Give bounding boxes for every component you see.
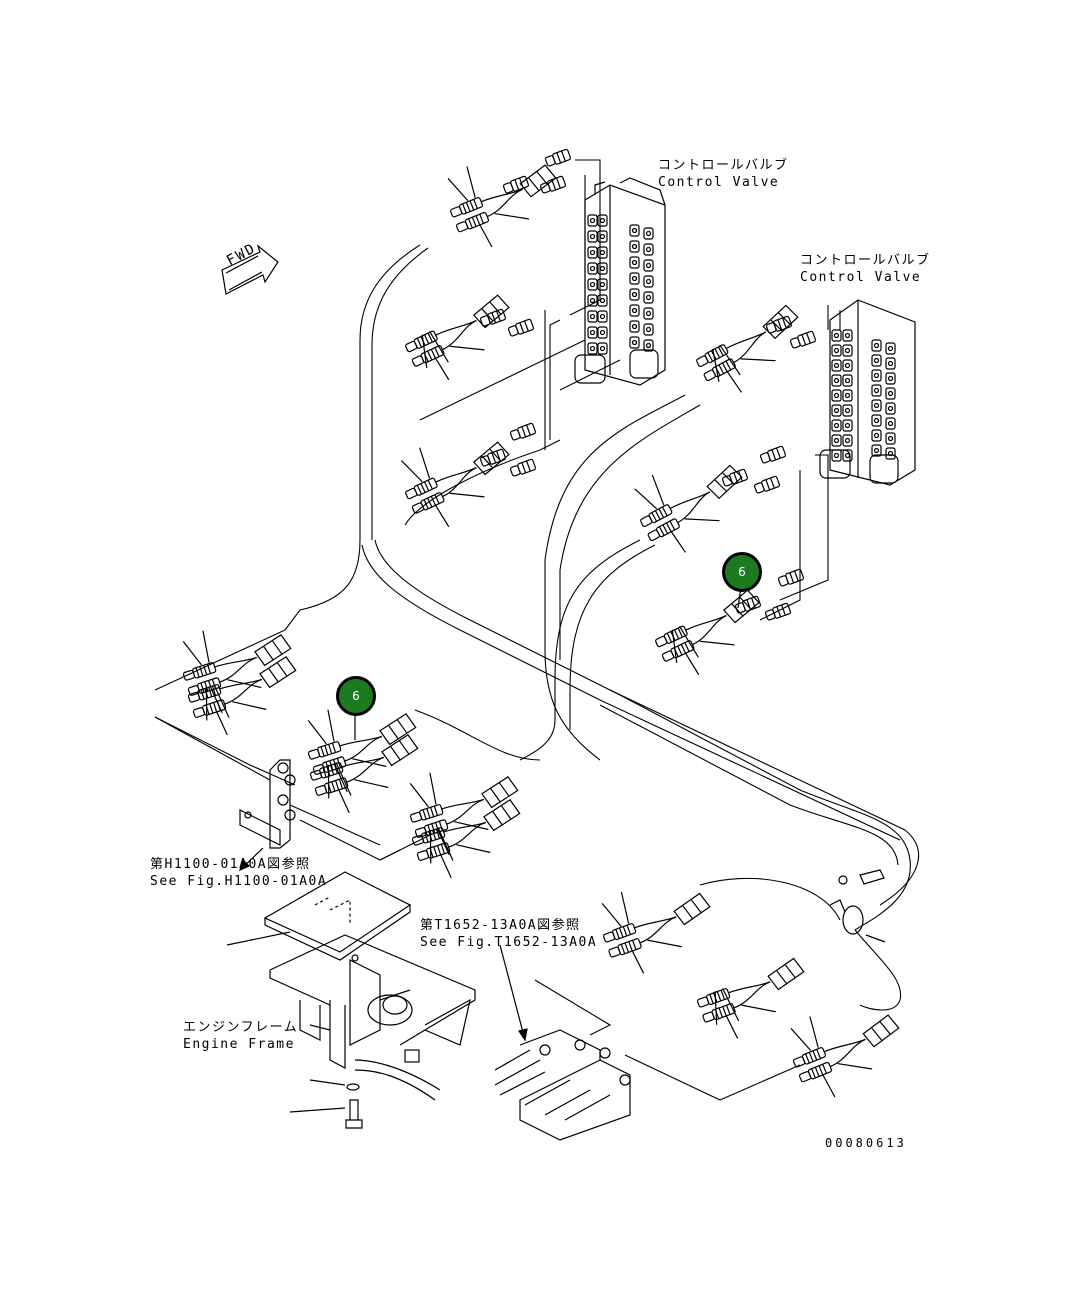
engine-frame-label-jp: エンジンフレーム [183,1020,299,1035]
hose-assemblies [182,148,900,1098]
hose-assembly [405,294,510,381]
hose-assembly [411,799,521,879]
hose-assembly [655,589,760,676]
hose-fitting [544,148,572,167]
pilot-manifold [494,1029,631,1141]
engine-frame [263,871,476,1129]
control-valve-2-label-en: Control Valve [800,270,922,285]
reference-2-label-en: See Fig.T1652-13A0A [420,935,598,950]
hose-assembly [696,957,805,1039]
hose-fitting [721,468,749,487]
hose-fitting [539,175,567,194]
hose-bracket [239,759,296,849]
hose-assembly [601,891,711,974]
hose-assembly [447,164,557,248]
hose-fitting [765,315,793,334]
callout-badge-6[interactable]: 6 [336,676,376,716]
hose-assembly [696,304,799,393]
hose-fitting [764,602,792,621]
control-valve-2-label-jp: コントロールバルブ [800,253,931,268]
hose-assembly [187,656,297,736]
leader-lines [226,847,528,1042]
drawing-code: 00080613 [825,1136,907,1150]
hose-fitting [759,445,787,464]
hose-fitting [789,330,817,349]
hose-assembly [309,734,419,814]
control-valve-1-label-en: Control Valve [658,175,780,190]
hose-fitting [753,475,781,494]
hose-fitting [479,308,507,327]
hose-assembly [307,709,417,793]
hose-fitting [509,422,537,441]
fwd-arrow [221,244,279,295]
hose-fitting [502,175,530,194]
callout-badge-6[interactable]: 6 [722,552,762,592]
hose-fitting [507,318,535,337]
hose-fitting [479,448,507,467]
control-valve-1-label-jp: コントロールバルブ [658,158,789,173]
hose-fitting [509,458,537,477]
control-valve-1 [574,177,666,386]
clamp-parts [829,869,886,943]
hose-fitting [777,568,805,587]
reference-1-label-jp: 第H1100-01A0A図参照 [150,857,311,872]
hose-assembly [400,441,510,528]
control-valve-2 [819,299,916,486]
hose-assembly [790,1014,900,1098]
reference-2-label-jp: 第T1652-13A0A図参照 [420,918,581,933]
hose-assembly [634,464,743,553]
reference-1-label-en: See Fig.H1100-01A0A [150,874,328,889]
hose-routing [154,159,920,1101]
hose-assembly [409,772,519,856]
engine-frame-label-en: Engine Frame [183,1037,295,1052]
